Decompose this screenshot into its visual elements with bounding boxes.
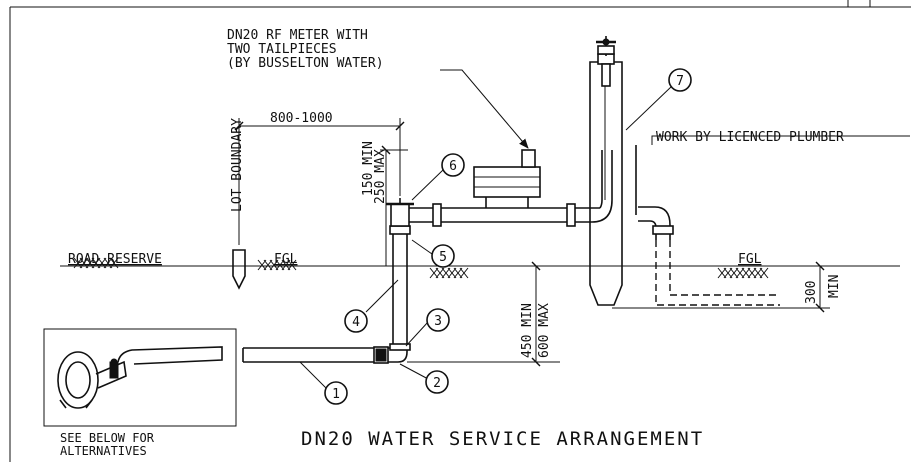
riser-pipe: [388, 220, 411, 363]
svg-text:2: 2: [433, 376, 441, 391]
dim-250-max-label: 250 MAX: [373, 149, 388, 204]
soil-hatch-marks: [73, 257, 769, 279]
dimension-150-250: [380, 145, 408, 266]
road-reserve-label: ROAD RESERVE: [68, 252, 162, 267]
dim-450-min-label: 450 MIN: [520, 303, 535, 358]
callout-2: 2: [425, 370, 449, 394]
soil-hatch-left: [73, 257, 119, 269]
svg-text:4: 4: [352, 315, 360, 330]
dim-600-max-label: 600 MAX: [537, 303, 552, 358]
meter-note-line3: (BY BUSSELTON WATER): [227, 56, 384, 71]
svg-text:5: 5: [439, 250, 447, 265]
callout-3: 3: [426, 308, 450, 332]
plumber-pipe: [635, 145, 780, 306]
dimension-800-1000: 800-1000: [234, 111, 405, 245]
callout-7: 7: [668, 68, 692, 92]
lot-boundary-peg: [232, 249, 246, 290]
soil-hatch-mid: [429, 267, 469, 279]
callout-5: 5: [431, 244, 455, 268]
main-pipe: [242, 346, 389, 364]
meter-note-line1: DN20 RF METER WITH: [227, 28, 368, 43]
dimension-300: [612, 261, 830, 313]
drawing-frame: [9, 0, 911, 462]
leader-lines: [299, 69, 910, 389]
dim-300-label: 300: [804, 281, 819, 304]
dim-min-label: MIN: [827, 275, 842, 298]
see-below-line2: ALTERNATIVES: [60, 444, 147, 458]
fgl-left-label: FGL: [274, 252, 298, 267]
see-below-line1: SEE BELOW FOR: [60, 431, 155, 445]
svg-text:3: 3: [434, 314, 442, 329]
dim-800-1000-label: 800-1000: [270, 111, 333, 126]
svg-text:1: 1: [332, 387, 340, 402]
meter-pipework: [409, 149, 613, 227]
drawing-title: DN20 WATER SERVICE ARRANGEMENT: [301, 428, 704, 450]
fgl-right-label: FGL: [738, 252, 762, 267]
svg-text:7: 7: [676, 74, 684, 89]
dim-150-min-label: 150 MIN: [361, 141, 376, 196]
callout-1: 1: [324, 381, 348, 405]
callout-6: 6: [441, 153, 465, 177]
callout-4: 4: [344, 309, 368, 333]
soil-hatch-right: [717, 267, 769, 279]
lot-boundary-label: LOT BOUNDARY: [230, 118, 245, 212]
meter-note-line2: TWO TAILPIECES: [227, 42, 337, 57]
work-by-plumber-label: WORK BY LICENCED PLUMBER: [656, 130, 844, 145]
svg-text:6: 6: [449, 159, 457, 174]
dimension-450-600: [407, 261, 560, 367]
marker-post: [589, 36, 623, 306]
coupling-inset: [43, 328, 237, 427]
soil-hatch-mid-left: [257, 259, 297, 271]
stop-valve: [386, 198, 414, 227]
